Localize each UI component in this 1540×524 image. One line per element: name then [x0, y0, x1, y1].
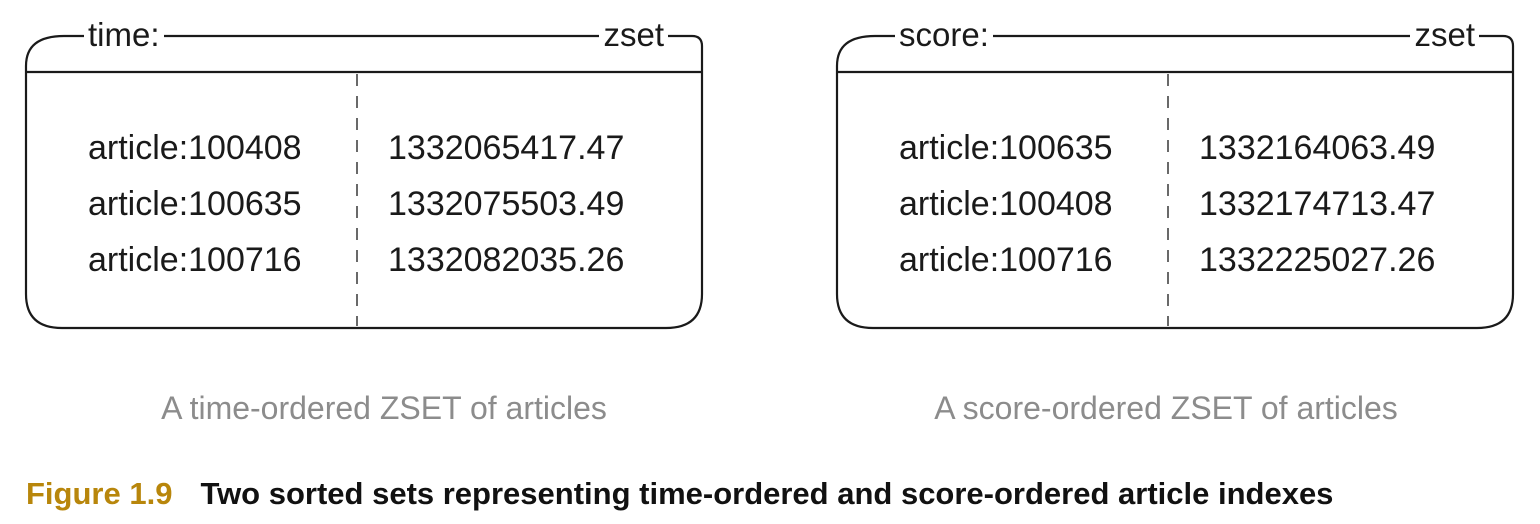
- zset-member: article:100716: [899, 241, 1113, 279]
- figure-caption: Figure 1.9 Two sorted sets representing t…: [26, 474, 1333, 514]
- zset-row: article:100716 1332225027.26: [835, 232, 1515, 288]
- zset-member: article:100635: [899, 129, 1113, 167]
- zset-rows: article:100408 1332065417.47 article:100…: [24, 120, 704, 288]
- zset-row: article:100716 1332082035.26: [24, 232, 704, 288]
- zset-member: article:100408: [88, 129, 302, 167]
- zset-row: article:100408 1332174713.47: [835, 176, 1515, 232]
- zset-member: article:100716: [88, 241, 302, 279]
- zset-row: article:100635 1332075503.49: [24, 176, 704, 232]
- zset-key-label: time:: [84, 15, 164, 55]
- time-zset-caption: A time-ordered ZSET of articles: [161, 390, 607, 426]
- score-zset-caption: A score-ordered ZSET of articles: [934, 390, 1398, 426]
- zset-frame: [24, 34, 704, 330]
- zset-member: article:100408: [899, 185, 1113, 223]
- zset-score: 1332174713.47: [1199, 185, 1436, 223]
- zset-score: 1332082035.26: [388, 241, 625, 279]
- zset-score: 1332075503.49: [388, 185, 625, 223]
- zset-type-label: zset: [1410, 15, 1479, 55]
- zset-key-label: score:: [895, 15, 993, 55]
- zset-score: 1332065417.47: [388, 129, 625, 167]
- zset-frame: [835, 34, 1515, 330]
- zset-type-label: zset: [599, 15, 668, 55]
- figure-number: Figure 1.9: [26, 476, 173, 511]
- score-zset-box: score: zset article:100635 1332164063.49…: [835, 8, 1515, 332]
- zset-score: 1332164063.49: [1199, 129, 1436, 167]
- zset-score: 1332225027.26: [1199, 241, 1436, 279]
- zset-row: article:100635 1332164063.49: [835, 120, 1515, 176]
- zset-rows: article:100635 1332164063.49 article:100…: [835, 120, 1515, 288]
- time-zset-box: time: zset article:100408 1332065417.47 …: [24, 8, 704, 332]
- figure-caption-text: Two sorted sets representing time-ordere…: [200, 476, 1334, 511]
- zset-row: article:100408 1332065417.47: [24, 120, 704, 176]
- zset-member: article:100635: [88, 185, 302, 223]
